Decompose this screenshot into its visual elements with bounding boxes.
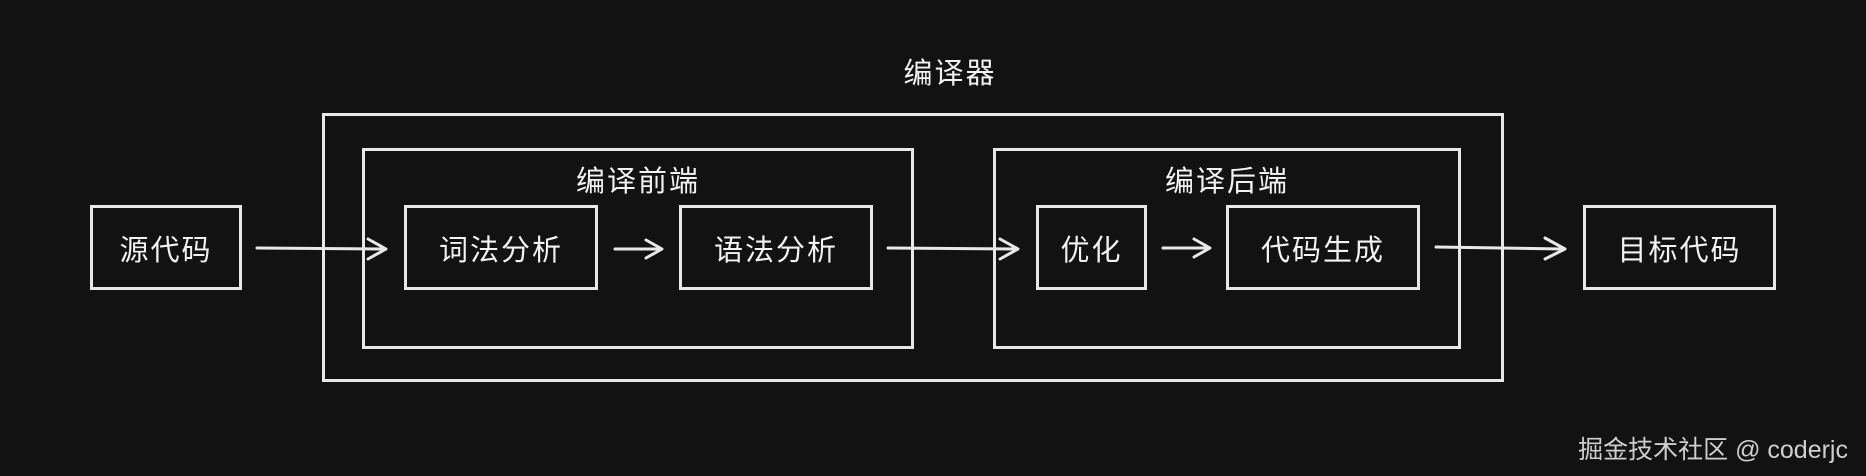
target-code-node: 目标代码 bbox=[1583, 205, 1776, 290]
arrow-lexical-to-syntax bbox=[613, 238, 664, 260]
lexical-analysis-node: 词法分析 bbox=[404, 205, 598, 290]
code-generation-node: 代码生成 bbox=[1226, 205, 1420, 290]
source-code-node: 源代码 bbox=[90, 205, 242, 290]
optimization-node: 优化 bbox=[1036, 205, 1147, 290]
arrow-optimization-to-codegen bbox=[1161, 237, 1212, 259]
arrow-codegen-to-target bbox=[1434, 236, 1567, 261]
syntax-analysis-node: 语法分析 bbox=[679, 205, 873, 290]
compiler-title: 编译器 bbox=[903, 56, 997, 90]
arrow-source-to-lexical bbox=[255, 237, 388, 261]
watermark-text: 掘金技术社区 @ coderjc bbox=[1578, 436, 1848, 464]
frontend-title: 编译前端 bbox=[575, 164, 700, 198]
arrow-syntax-to-optimization bbox=[886, 237, 1020, 261]
backend-title: 编译后端 bbox=[1164, 164, 1289, 198]
